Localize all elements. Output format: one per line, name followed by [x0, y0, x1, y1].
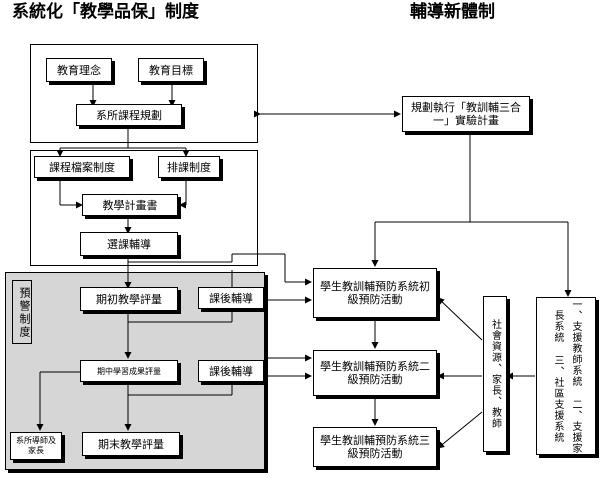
counseling-system-title: 輔導新體制	[410, 2, 495, 22]
pilot-plan-box: 規劃執行「教訓輔三合一」實驗計畫	[402, 96, 530, 132]
midterm-warning-box: 期中學習成果評量	[80, 360, 178, 382]
dept-mentor-parents-box: 系所導師及家長	[10, 432, 62, 460]
primary-prevention-box: 學生教訓輔預防系統初級預防活動	[313, 268, 437, 318]
scheduling-box: 排課制度	[158, 156, 220, 178]
teaching-plan-box: 教學計畫書	[82, 194, 178, 216]
tertiary-prevention-box: 學生教訓輔預防系統三級預防活動	[313, 427, 437, 467]
afterclass-tutoring-box-1: 課後輔導	[198, 287, 264, 309]
curriculum-planning-box: 系所課程規劃	[76, 104, 182, 126]
afterclass-tutoring-box-2: 課後輔導	[198, 360, 264, 382]
secondary-prevention-box: 學生教訓輔預防系統二級預防活動	[313, 350, 437, 396]
edu-goals-box: 教育目標	[138, 58, 204, 82]
final-eval-box: 期末教學評量	[82, 432, 180, 456]
quality-system-title: 系統化「教學品保」制度	[12, 2, 199, 22]
course-advising-box: 選課輔導	[80, 232, 178, 256]
initial-eval-box: 期初教學評量	[80, 287, 178, 311]
curriculum-frame	[30, 44, 258, 143]
warning-system-label: 預警制度	[12, 280, 32, 344]
course-frame	[30, 150, 258, 266]
community-resources-box: 社會資源、家長、教師	[483, 296, 507, 452]
edu-philosophy-box: 教育理念	[46, 58, 112, 82]
support-systems-box: 一、支援教師系統 二、支援家長系統 三、社區支援系統	[536, 297, 596, 455]
course-syllabus-box: 課程檔案制度	[34, 156, 130, 178]
